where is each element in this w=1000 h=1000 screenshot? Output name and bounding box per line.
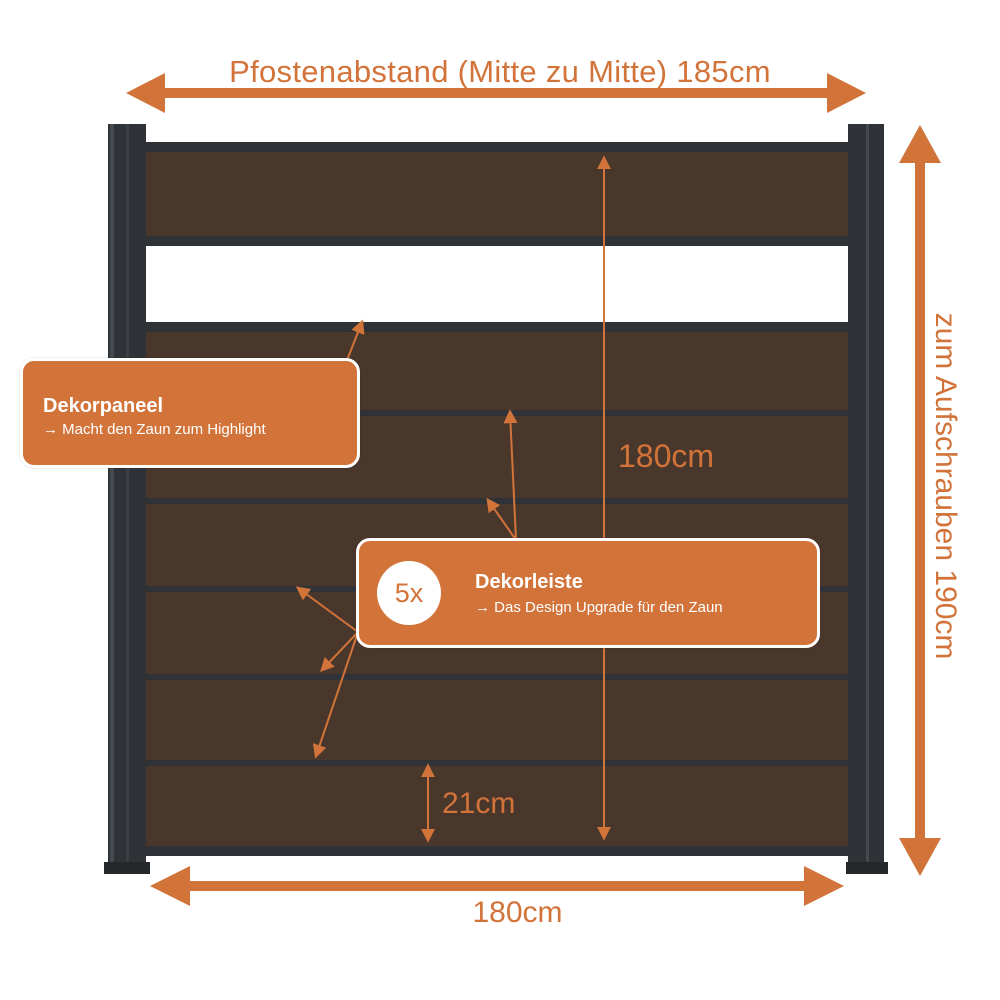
decor-panel-subtitle: → Macht den Zaun zum Highlight (43, 421, 266, 438)
arrow-side-up-icon (899, 125, 941, 163)
decor-panel-title: Dekorpaneel (43, 395, 164, 417)
top-section (146, 142, 848, 246)
decor-strip-2 (146, 498, 848, 504)
arrow-top-right-icon (827, 73, 866, 113)
arrow-bottom-left-icon (150, 866, 190, 906)
middle-rail (146, 322, 848, 332)
arrow-side-down-icon (899, 838, 941, 876)
decor-strip-1 (146, 410, 848, 416)
top-decor-panel (146, 152, 848, 236)
right-post (846, 124, 888, 874)
decor-strip-5 (146, 760, 848, 766)
pointer-arrows (295, 319, 518, 759)
decor-strip-callout: 5x Dekorleiste → Das Design Upgrade für … (356, 538, 820, 648)
width-label: 180cm (472, 896, 563, 929)
post-spacing-label: Pfostenabstand (Mitte zu Mitte) 185cm (229, 54, 771, 89)
bottom-rail (146, 846, 848, 856)
mounting-height-label: zum Aufschrauben 190cm (929, 312, 962, 660)
arrow-top-left-icon (126, 73, 165, 113)
inner-height-label: 180cm (618, 438, 715, 474)
arrow-bottom-right-icon (804, 866, 844, 906)
dimension-arrows (126, 73, 941, 906)
board-5 (146, 680, 848, 760)
count-badge: 5x (377, 561, 441, 625)
decor-strip-4 (146, 674, 848, 680)
decor-panel-callout: Dekorpaneel → Macht den Zaun zum Highlig… (20, 358, 360, 468)
board-6 (146, 766, 848, 846)
decor-strip-subtitle: → Das Design Upgrade für den Zaun (475, 599, 723, 616)
panel-height-label: 21cm (442, 787, 516, 820)
decor-strip-title: Dekorleiste (475, 571, 583, 593)
left-post (104, 124, 150, 874)
